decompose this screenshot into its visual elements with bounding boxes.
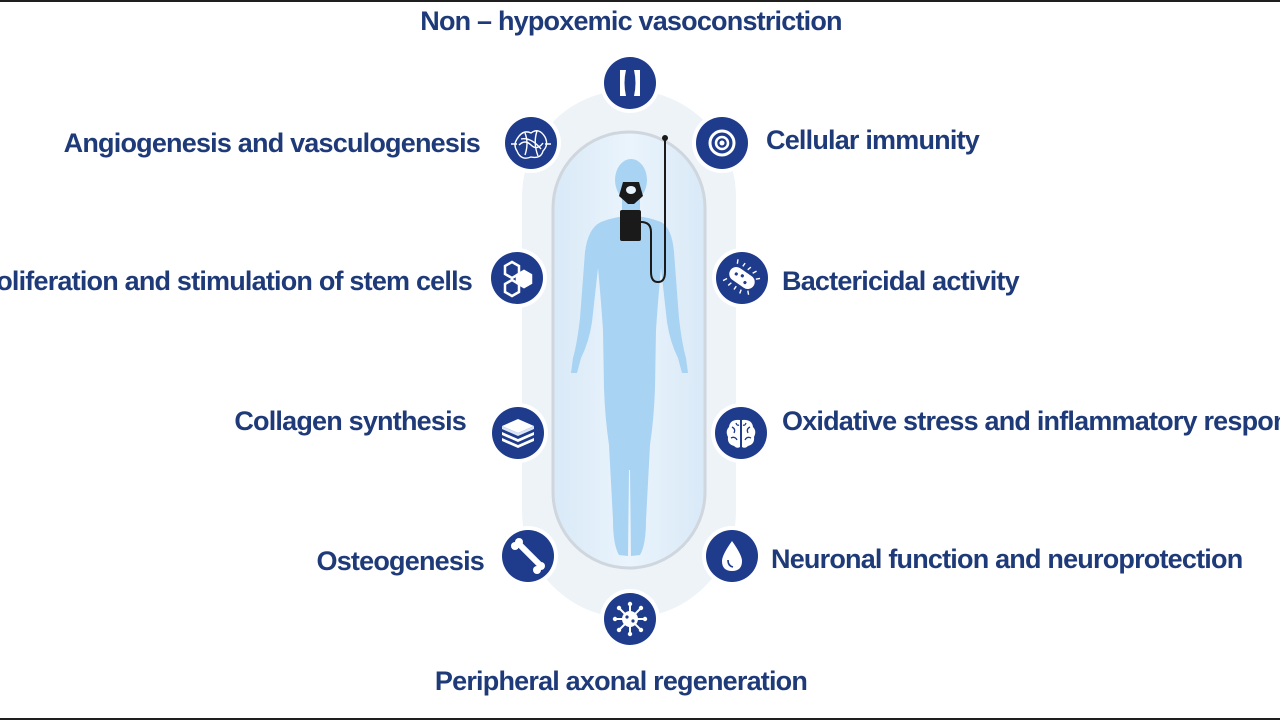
- droplet-icon: [706, 530, 758, 582]
- label-angiogenesis: Angiogenesis and vasculogenesis: [63, 128, 481, 158]
- label-axonal-regeneration: Peripheral axonal regeneration: [434, 666, 808, 696]
- label-osteogenesis: Osteogenesis: [316, 546, 485, 576]
- oxygen-tube-inlet: [662, 135, 668, 141]
- oxygen-mask: [619, 182, 643, 241]
- label-bactericidal: Bactericidal activity: [782, 266, 1020, 296]
- oxygen-tube: [640, 140, 666, 284]
- label-cellular-immunity: Cellular immunity: [766, 125, 980, 155]
- layered-sheets-icon: [492, 407, 544, 459]
- target-cell-icon: [696, 117, 748, 169]
- label-oxidative-stress: Oxidative stress and inflammatory respon…: [782, 406, 1280, 436]
- capillary-network-icon: [505, 117, 557, 169]
- vessel-constriction-icon: [604, 57, 656, 109]
- label-neuronal-function: Neuronal function and neuroprotection: [771, 544, 1243, 574]
- label-collagen: Collagen synthesis: [234, 406, 466, 436]
- hexagon-cells-icon: [491, 252, 543, 304]
- label-vasoconstriction: Non – hypoxemic vasoconstriction: [420, 6, 842, 36]
- bacteria-icon: [716, 252, 768, 304]
- brain-icon: [715, 407, 767, 459]
- virus-icon: [604, 593, 656, 645]
- label-stem-cells: Proliferation and stimulation of stem ce…: [0, 266, 473, 296]
- bone-icon: [502, 530, 554, 582]
